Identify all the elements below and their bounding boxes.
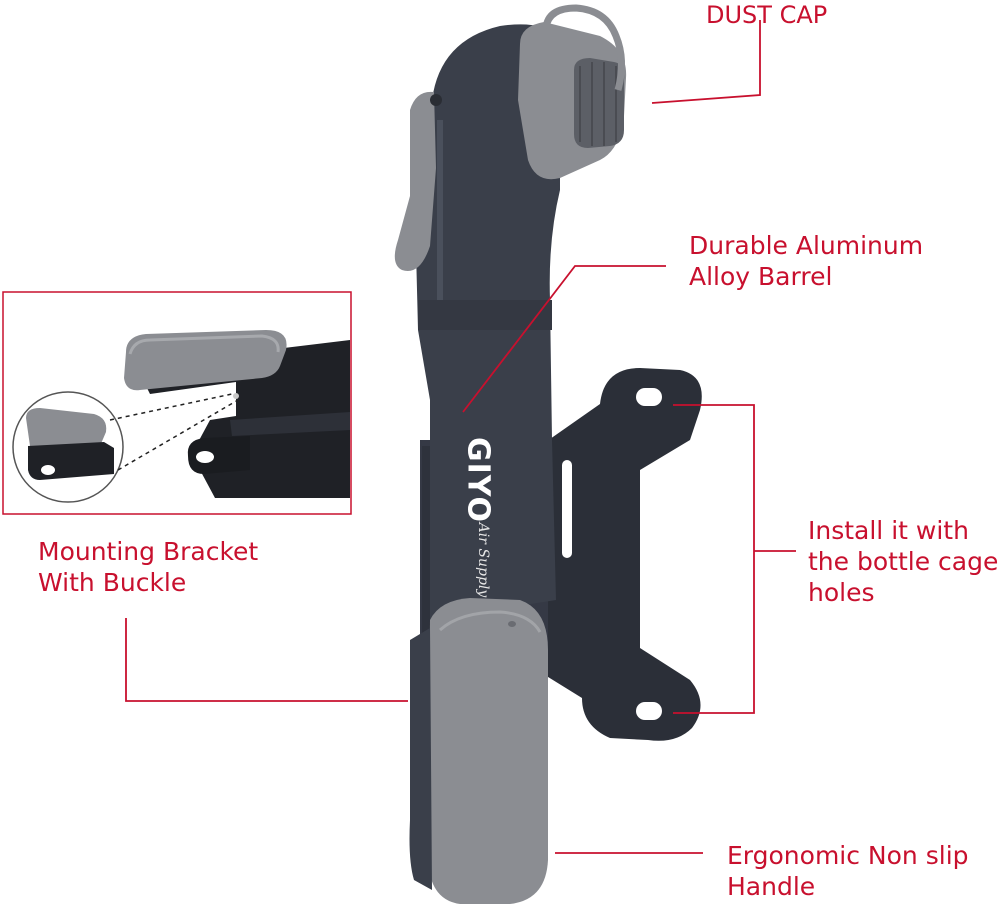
handle-label: Ergonomic Non slip Handle xyxy=(727,840,969,902)
handle-label-line-1: Ergonomic Non slip xyxy=(727,841,969,870)
barrel-leader xyxy=(462,265,666,413)
dust-cap-leader xyxy=(651,20,761,104)
callout-lines xyxy=(125,20,796,854)
barrel-label-line-2: Alloy Barrel xyxy=(689,262,833,291)
bracket-label-line-1: Mounting Bracket xyxy=(38,537,259,566)
dust-cap-label: DUST CAP xyxy=(706,0,827,31)
install-label-line-2: the bottle cage xyxy=(808,547,999,576)
brand-tagline-block: Air Supply xyxy=(470,520,496,600)
brand-name: GIYO xyxy=(460,437,496,523)
bracket-label-line-2: With Buckle xyxy=(38,568,187,597)
bracket-leader xyxy=(125,618,408,702)
handle-label-line-2: Handle xyxy=(727,872,816,901)
install-leader-top xyxy=(673,404,755,551)
pump-body xyxy=(394,4,627,904)
bracket-detail-inset xyxy=(2,291,352,515)
bracket-label: Mounting Bracket With Buckle xyxy=(38,536,258,598)
install-label: Install it with the bottle cage holes xyxy=(808,515,998,608)
install-leader-bottom xyxy=(673,551,755,714)
barrel-label-line-1: Durable Aluminum xyxy=(689,231,924,260)
dust-cap-label-text: DUST CAP xyxy=(706,1,828,29)
install-label-line-3: holes xyxy=(808,578,875,607)
barrel-label: Durable Aluminum Alloy Barrel xyxy=(689,230,923,292)
install-label-line-1: Install it with xyxy=(808,516,969,545)
brand-tagline: Air Supply xyxy=(475,522,491,598)
